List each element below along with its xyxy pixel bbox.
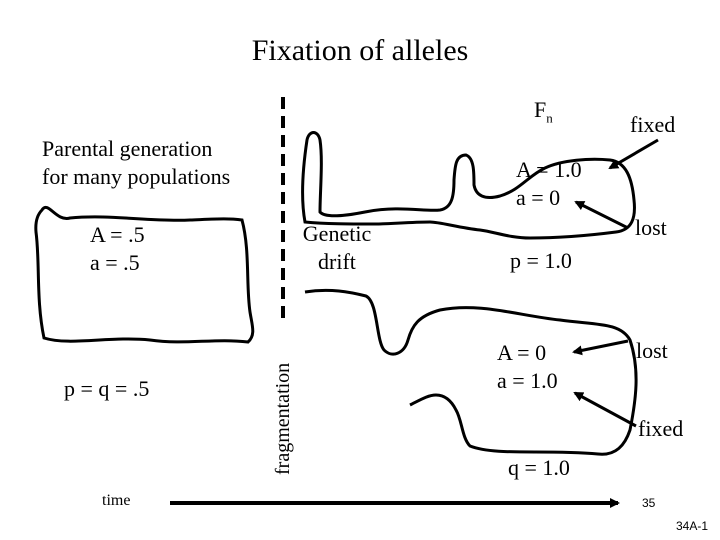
lower-frequency: q = 1.0	[508, 455, 570, 480]
upper-frequency: p = 1.0	[510, 248, 572, 273]
slide-code: 34A-1	[676, 520, 708, 534]
upper-allele-upper: A = 1.0	[516, 157, 582, 182]
fn-subscript: n	[546, 110, 553, 125]
lower-lost-label: lost	[636, 338, 668, 363]
time-label: time	[102, 492, 130, 510]
genetic-drift-line1: Genetic	[294, 221, 380, 246]
arrow-upper-lost	[576, 202, 628, 228]
upper-allele-lower: a = 0	[516, 185, 560, 210]
arrow-upper-fixed	[610, 140, 658, 168]
parental-allele-lower: a = .5	[90, 250, 140, 275]
arrow-lower-lost	[574, 341, 628, 352]
lower-fixed-label: fixed	[638, 416, 683, 441]
parental-label-line2: for many populations	[42, 164, 230, 189]
arrow-lower-fixed	[575, 393, 636, 426]
lower-allele-upper: A = 0	[497, 340, 546, 365]
fn-label: Fn	[534, 97, 553, 126]
upper-lost-label: lost	[635, 215, 667, 240]
genetic-drift-line2: drift	[294, 249, 380, 274]
fragmentation-label: fragmentation	[272, 363, 295, 475]
parental-label-line1: Parental generation	[42, 136, 212, 161]
page-number: 35	[642, 497, 655, 511]
parental-frequency: p = q = .5	[64, 376, 149, 401]
fn-base: F	[534, 97, 546, 122]
parental-allele-upper: A = .5	[90, 222, 145, 247]
lower-population-outline	[305, 290, 636, 454]
upper-fixed-label: fixed	[630, 112, 675, 137]
lower-allele-lower: a = 1.0	[497, 368, 558, 393]
slide-title: Fixation of alleles	[0, 34, 720, 69]
